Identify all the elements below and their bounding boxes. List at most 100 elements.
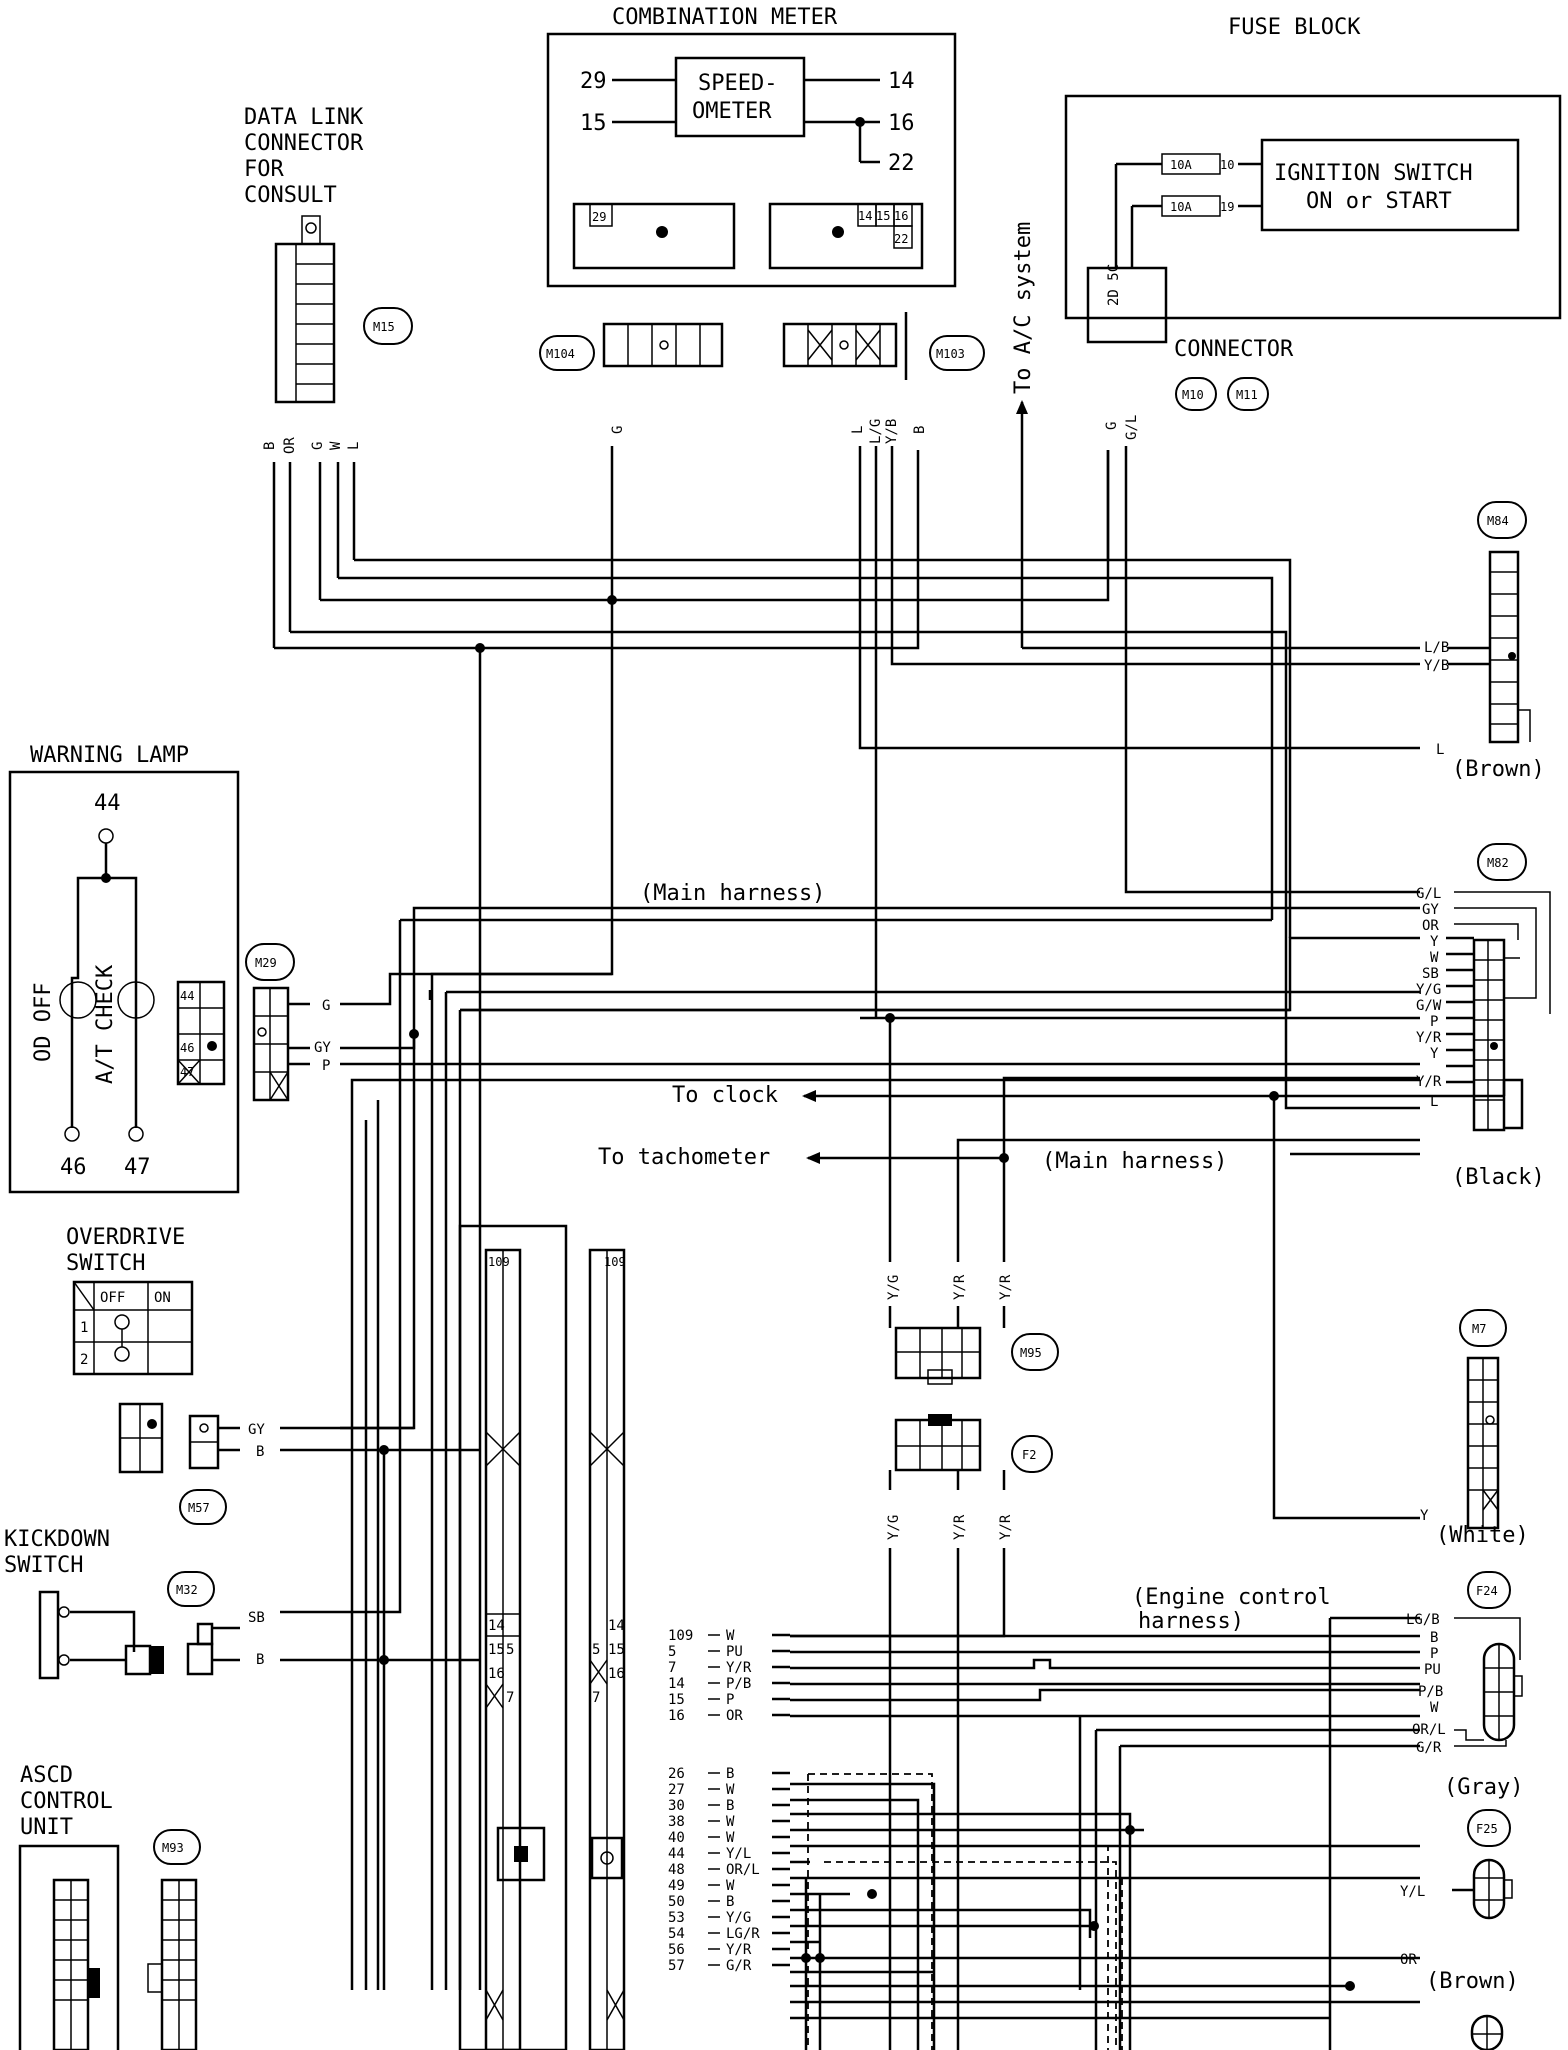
connector-m10: M10: [1175, 377, 1217, 411]
connector-m15-label: M15: [373, 320, 395, 334]
data-link-connector: DATA LINK CONNECTOR FOR CONSULT M15 B OR…: [244, 105, 413, 454]
f25-color: (Brown): [1426, 1969, 1519, 1994]
connector-f25-label: F25: [1476, 1822, 1498, 1836]
ecu-b-pin-16: 16: [608, 1666, 625, 1682]
conn-wire-gl: G/L: [1124, 415, 1140, 440]
connector-m11-label: M11: [1236, 388, 1258, 402]
speedometer-label-1: SPEED-: [698, 71, 777, 96]
at-check-label: A/T CHECK: [93, 964, 118, 1084]
f24-wire-0: LG/B: [1406, 1612, 1440, 1628]
m103-wire-lg: L/G: [868, 419, 884, 444]
ecu-terminal-color: Y/L: [726, 1846, 751, 1862]
od-row-1: 1: [80, 1320, 88, 1336]
connector-m11: M11: [1227, 377, 1269, 411]
connector-f25-block: F25 Y/L OR (Brown): [1400, 1809, 1519, 2050]
f24-wire-6: OR/L: [1412, 1722, 1446, 1738]
f24-wire-1: B: [1430, 1630, 1438, 1646]
overdrive-label-2: SWITCH: [66, 1251, 145, 1276]
ecu-a-pin-15: 15: [488, 1642, 505, 1658]
m82-wire-11: Y/R: [1416, 1074, 1442, 1090]
m82-wire-12: L: [1430, 1094, 1438, 1110]
m84-wire-1: Y/B: [1424, 658, 1449, 674]
ecu-terminal-pin: 40: [668, 1830, 685, 1846]
ecu-terminal-pin: 38: [668, 1814, 685, 1830]
f2-wire-yr-2: Y/R: [998, 1514, 1014, 1540]
ecu-terminal-row: 44 Y/L: [668, 1846, 790, 1862]
lamp-conn-47: 47: [180, 1065, 194, 1079]
speedometer-label-2: OMETER: [692, 99, 772, 124]
m29-wire-g: G: [322, 998, 330, 1014]
connector-m95-label: M95: [1020, 1346, 1042, 1360]
lamp-pin-44: 44: [94, 791, 121, 816]
ecu-terminal-row: 50 B: [668, 1894, 790, 1910]
m57-wire-gy: GY: [248, 1422, 265, 1438]
ascd-control-unit: ASCD CONTROL UNIT M93: [18, 1763, 201, 2050]
combination-meter-title: COMBINATION METER: [612, 5, 838, 30]
meter-conn-15: 15: [876, 209, 890, 223]
connector-m84-block: M84 L/B Y/B L (Brown): [1424, 501, 1545, 782]
ecu-terminal-pin: 50: [668, 1894, 685, 1910]
ecu-terminal-pin: 30: [668, 1798, 685, 1814]
connector-m104-label: M104: [546, 347, 575, 361]
connector-f2-label: F2: [1022, 1448, 1036, 1462]
warning-lamp: WARNING LAMP 44 OD OFF A/T CHECK 46 47 4…: [8, 743, 240, 1194]
ascd-label-1: ASCD: [20, 1763, 73, 1788]
connector-f24-block: F24 LG/B B P PU P/B W OR/L G/R (Gray): [1406, 1571, 1523, 1800]
connector-m82: M82: [1477, 843, 1527, 881]
lamp-conn-44: 44: [180, 989, 194, 1003]
connector-m32: M32: [167, 1571, 215, 1607]
ecu-terminal-color: G/R: [726, 1958, 752, 1974]
od-off-label: OD OFF: [31, 983, 56, 1062]
ecu-terminal-color: Y/G: [726, 1910, 751, 1926]
m82-wire-6: Y/G: [1416, 982, 1441, 998]
ecu-terminal-pin: 54: [668, 1926, 685, 1942]
ecu-terminal-color: W: [726, 1782, 735, 1798]
fuse-10a-label-2: 10A: [1170, 200, 1192, 214]
ecu-terminal-color: P/B: [726, 1676, 751, 1692]
m84-wire-0: L/B: [1424, 640, 1449, 656]
ecu-terminal-color: B: [726, 1798, 734, 1814]
connector-m93-label: M93: [162, 1841, 184, 1855]
ecu-terminal-pin: 16: [668, 1708, 685, 1724]
ecu-terminal-row: 15 P: [668, 1692, 790, 1708]
connector-m32-label: M32: [176, 1583, 198, 1597]
ecu-terminal-pin: 53: [668, 1910, 685, 1926]
f24-wire-2: P: [1430, 1646, 1438, 1662]
to-ac-system-label: To A/C system: [1011, 222, 1036, 394]
m7-wire-0: Y: [1420, 1508, 1429, 1524]
engine-harness-label-2: harness): [1138, 1609, 1244, 1634]
connector-m95-f2: Y/G Y/R Y/R M95 F2 Y/G Y/R Y/R: [790, 1274, 1059, 2050]
m82-wire-10: Y: [1430, 1046, 1439, 1062]
warning-lamp-title: WARNING LAMP: [30, 743, 189, 768]
ecu-terminal-pin: 15: [668, 1692, 685, 1708]
od-row-2: 2: [80, 1352, 88, 1368]
connector-m7-label: M7: [1472, 1322, 1486, 1336]
overdrive-label-1: OVERDRIVE: [66, 1225, 185, 1250]
f24-color: (Gray): [1444, 1775, 1523, 1800]
m57-wire-b: B: [256, 1444, 264, 1460]
ecu-terminal-color: B: [726, 1894, 734, 1910]
ecu-terminal-color: W: [726, 1830, 735, 1846]
to-clock-label: To clock: [672, 1083, 778, 1108]
m82-wire-5: SB: [1422, 966, 1439, 982]
middle-harness-wires: (Main harness) To clock: [340, 881, 1524, 1990]
connector-m29: M29: [245, 943, 295, 981]
connector-f25: F25: [1467, 1809, 1511, 1847]
connector-m82-block: M82 G/L GY OR Y W SB Y/G G/W P Y/R Y: [1416, 843, 1551, 1190]
kickdown-label-1: KICKDOWN: [4, 1527, 110, 1552]
ecu-terminal-pin: 49: [668, 1878, 685, 1894]
ecu-terminal-color: P: [726, 1692, 734, 1708]
f2-wire-yg: Y/G: [886, 1515, 902, 1540]
data-link-label-4: CONSULT: [244, 183, 337, 208]
connector-m103: M103: [929, 335, 985, 371]
fuse-block: FUSE BLOCK IGNITION SWITCH ON or START 1…: [1064, 15, 1562, 440]
ecu-terminal-pin: 5: [668, 1644, 676, 1660]
connector-m84: M84: [1477, 501, 1527, 539]
m82-wire-3: Y: [1430, 934, 1439, 950]
ecu-terminal-pin: 44: [668, 1846, 685, 1862]
f2-wire-yr-1: Y/R: [952, 1514, 968, 1540]
